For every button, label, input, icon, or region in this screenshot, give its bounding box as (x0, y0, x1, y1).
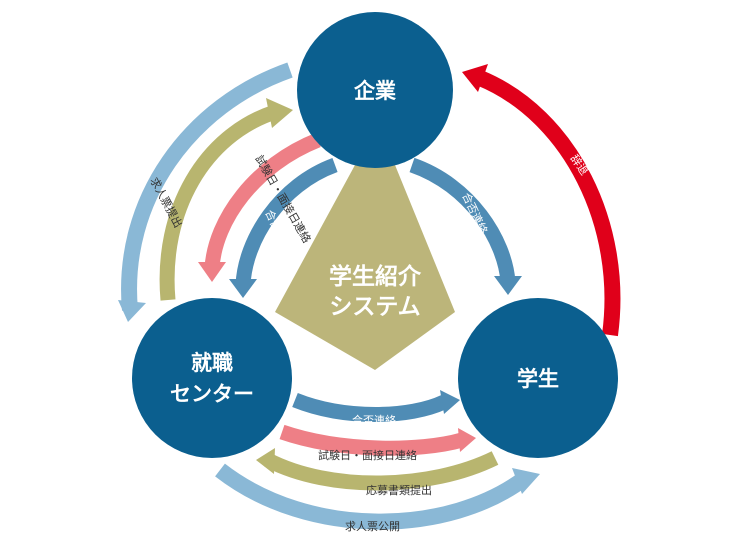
arrow-decline (462, 64, 621, 337)
arrow-exam-interview-bottom (279, 424, 476, 456)
arrow-olive-center-to-company (159, 98, 293, 301)
career-center-label-line1: 就職 (191, 351, 233, 375)
career-center-label-line2: センター (170, 382, 254, 406)
arrow-application-documents (256, 448, 499, 491)
student-label: 学生 (517, 367, 559, 391)
arrow-job-posting-submit (118, 62, 293, 322)
label-result-contact-bottom: 合否連絡 (352, 413, 396, 427)
label-application-documents: 応募書類提出 (366, 483, 432, 497)
label-exam-interview-bottom: 試験日・面接日連絡 (318, 448, 417, 462)
arrow-result-contact-company (229, 157, 338, 298)
arrow-result-contact-student-side (409, 157, 522, 295)
company-label: 企業 (353, 79, 397, 103)
arrow-exam-interview-company (198, 133, 321, 282)
system-label-line1: 学生紹介 (329, 263, 422, 290)
system-label-line2: システム (329, 294, 420, 320)
student-node (458, 298, 618, 458)
company-node (297, 12, 453, 168)
center-pentagon (275, 165, 455, 370)
arrow-job-posting-publish (215, 463, 540, 530)
career-center-node (132, 298, 292, 458)
label-job-posting-publish: 求人票公開 (345, 520, 400, 533)
arrow-result-contact-bottom (292, 390, 460, 422)
